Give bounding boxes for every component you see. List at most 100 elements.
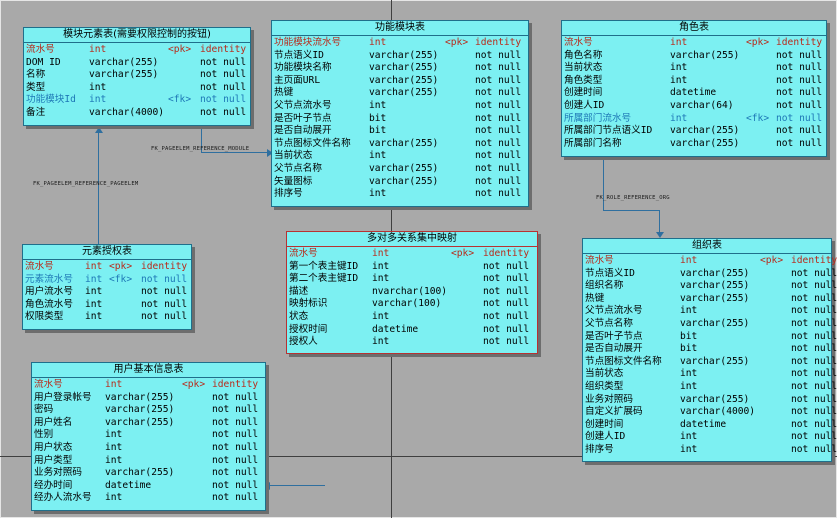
table-title: 用户基本信息表 [32,363,265,378]
column-type: int [369,188,387,200]
relationship-line-module[interactable] [201,152,273,153]
relationship-line-org[interactable] [603,160,604,210]
column-type: int [680,431,698,443]
relationship-line-org[interactable] [659,210,660,236]
column-type: varchar(255) [680,355,750,367]
column-name: 热键 [585,292,605,304]
relationship-line-org[interactable] [603,210,660,211]
relationship-line-user[interactable] [265,485,325,486]
relationship-line-module[interactable] [201,128,202,152]
column-null: not null [483,298,530,310]
column-type: int [680,443,698,455]
column-type: int [372,310,390,322]
column-null: not null [141,311,188,323]
column-type: varchar(64) [670,99,734,111]
arrowhead-icon [267,149,273,157]
column-null: not null [212,479,259,491]
column-name: 节点图标文件名称 [274,137,351,149]
column-name: 节点语义ID [274,49,324,61]
relationship-line-pageelem[interactable] [98,128,99,245]
column-name: 当前状态 [585,368,624,380]
column-null: not null [776,87,823,99]
column-null: not null [212,454,259,466]
column-type: int [105,429,123,441]
column-name: 流水号 [289,248,318,259]
